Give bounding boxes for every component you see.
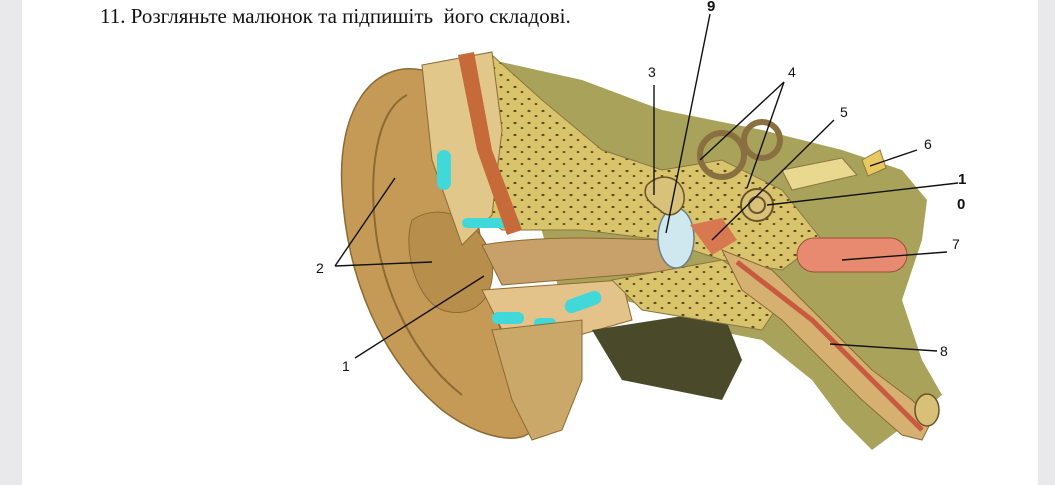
dark-tissue (592, 310, 742, 400)
arrow-1 (354, 275, 485, 359)
arrow-8 (829, 343, 938, 352)
label-6: 6 (924, 136, 932, 152)
muscle-strip (458, 52, 522, 235)
label-3: 3 (648, 64, 656, 80)
arrow-9 (665, 13, 711, 234)
arrow-6 (869, 149, 918, 167)
arrow-7 (841, 251, 948, 261)
arrow-10 (766, 182, 959, 206)
label-9: 9 (707, 0, 715, 15)
label-10-digit-1: 1 (958, 171, 966, 188)
nerve-bundle (861, 149, 887, 177)
semicircular-canal (741, 119, 783, 161)
label-2: 2 (316, 260, 324, 276)
label-4: 4 (788, 64, 796, 80)
label-5: 5 (840, 104, 848, 120)
arrow-2a (334, 177, 396, 267)
eustachian-tube-lining (735, 260, 924, 432)
tube-end (914, 393, 940, 427)
ossicles (644, 176, 685, 216)
label-8: 8 (940, 343, 948, 359)
eardrum (657, 207, 695, 269)
auditory-nerve (781, 157, 858, 191)
arrow-4b (746, 81, 785, 189)
eustachian-tube (720, 249, 933, 441)
cartilage-bit (492, 312, 524, 324)
label-7: 7 (952, 236, 960, 252)
auricle-inner-fold (372, 94, 463, 396)
worksheet-page: 11. Розгляньте малюнок та підпишіть його… (22, 0, 1038, 485)
cartilage-bit (437, 150, 451, 190)
cochlea-inner (748, 196, 766, 214)
pink-muscle (796, 237, 908, 273)
arrow-2b (334, 261, 433, 267)
task-title: 11. Розгляньте малюнок та підпишіть його… (100, 4, 571, 28)
jaw-tissue (491, 319, 583, 441)
cartilage-bit (564, 290, 602, 314)
label-10-digit-0: 0 (957, 196, 965, 213)
arrow-5 (711, 119, 835, 241)
label-1: 1 (342, 358, 350, 374)
ear-anatomy-figure: 1 2 3 4 5 6 7 8 9 1 0 (316, 0, 966, 450)
arrow-4a (699, 81, 785, 161)
semicircular-canal (697, 130, 747, 180)
